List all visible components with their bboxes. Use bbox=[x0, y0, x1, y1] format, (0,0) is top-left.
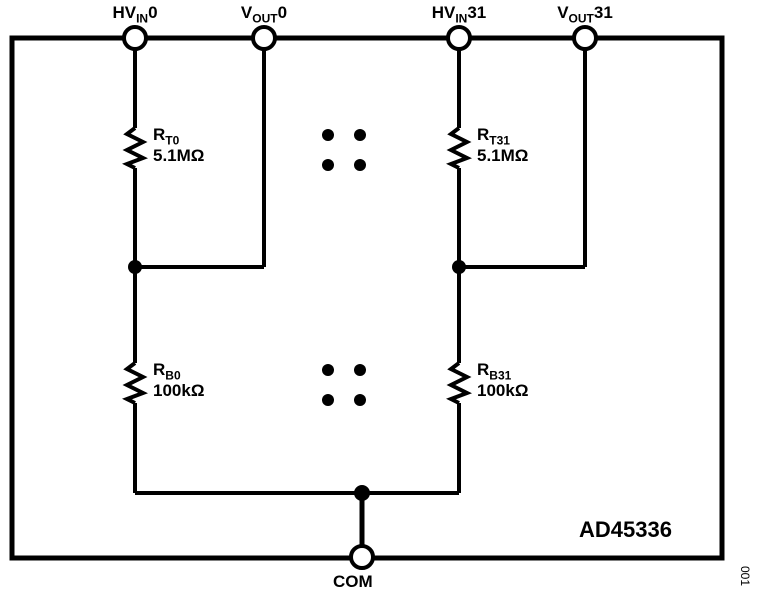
label-rb0-value: 100kΩ bbox=[153, 380, 205, 400]
ellipsis-dot bbox=[322, 159, 334, 171]
resistor-symbol-rt31 bbox=[446, 126, 472, 170]
label-rt31-designator: RT31 bbox=[477, 126, 528, 147]
terminal-v-out-0[interactable] bbox=[251, 25, 277, 51]
label-hv-in-0-index: 0 bbox=[148, 3, 158, 22]
package-outline-box bbox=[9, 35, 725, 561]
label-rb31-value: 100kΩ bbox=[477, 380, 529, 400]
label-rt0-value: 5.1MΩ bbox=[153, 145, 205, 165]
figure-number-tag: 001 bbox=[738, 566, 752, 587]
label-hv-in-31-index: 31 bbox=[467, 3, 487, 22]
label-rt31-sub: T31 bbox=[489, 133, 510, 148]
label-part-number: AD45336 bbox=[579, 517, 672, 542]
ellipsis-dot bbox=[322, 394, 334, 406]
label-v-out-0-index: 0 bbox=[277, 3, 288, 22]
ellipsis-dot bbox=[322, 364, 334, 376]
terminal-com[interactable] bbox=[349, 544, 375, 570]
label-rb31-sub: B31 bbox=[489, 368, 512, 383]
label-rb0-sub: B0 bbox=[165, 368, 181, 383]
label-hv-in-31: HVIN31 bbox=[409, 4, 509, 25]
label-rt0-prefix: R bbox=[153, 125, 166, 144]
ellipsis-dot bbox=[354, 129, 366, 141]
resistor-symbol-rt0 bbox=[122, 126, 148, 170]
label-resistor-rt0: RT0 5.1MΩ bbox=[153, 126, 204, 165]
label-v-out-0-sub: OUT bbox=[252, 11, 278, 26]
terminal-hv-in-0[interactable] bbox=[122, 25, 148, 51]
label-rb0-designator: RB0 bbox=[153, 361, 204, 382]
ellipsis-dots-lower bbox=[322, 364, 366, 406]
label-hv-in-31-sub: IN bbox=[455, 11, 468, 26]
ellipsis-dot bbox=[354, 394, 366, 406]
label-v-out-0: VOUT0 bbox=[214, 4, 314, 25]
label-hv-in-0-sub: IN bbox=[136, 11, 149, 26]
label-rt31-value: 5.1MΩ bbox=[477, 145, 529, 165]
terminal-v-out-31[interactable] bbox=[572, 25, 598, 51]
label-v-out-31-index: 31 bbox=[593, 3, 613, 22]
label-resistor-rb31: RB31 100kΩ bbox=[477, 361, 528, 400]
label-hv-in-0: HVIN0 bbox=[85, 4, 185, 25]
ellipsis-dot bbox=[354, 159, 366, 171]
label-rt0-sub: T0 bbox=[165, 133, 180, 148]
label-rb31-prefix: R bbox=[477, 360, 490, 379]
label-hv-in-31-prefix: HV bbox=[431, 3, 456, 22]
label-rb0-prefix: R bbox=[153, 360, 166, 379]
label-v-out-31: VOUT31 bbox=[535, 4, 635, 25]
ellipsis-dot bbox=[322, 129, 334, 141]
resistor-symbol-rb0 bbox=[122, 361, 148, 405]
label-v-out-31-sub: OUT bbox=[568, 11, 594, 26]
label-com-terminal: COM bbox=[333, 572, 373, 591]
resistor-symbol-rb31 bbox=[446, 361, 472, 405]
terminal-hv-in-31[interactable] bbox=[446, 25, 472, 51]
label-resistor-rt31: RT31 5.1MΩ bbox=[477, 126, 528, 165]
label-rt0-designator: RT0 bbox=[153, 126, 204, 147]
label-hv-in-0-prefix: HV bbox=[112, 3, 137, 22]
ellipsis-dots-upper bbox=[322, 129, 366, 171]
label-resistor-rb0: RB0 100kΩ bbox=[153, 361, 204, 400]
label-rb31-designator: RB31 bbox=[477, 361, 528, 382]
ellipsis-dot bbox=[354, 364, 366, 376]
label-v-out-31-prefix: V bbox=[557, 3, 569, 22]
label-rt31-prefix: R bbox=[477, 125, 490, 144]
label-v-out-0-prefix: V bbox=[240, 3, 253, 22]
